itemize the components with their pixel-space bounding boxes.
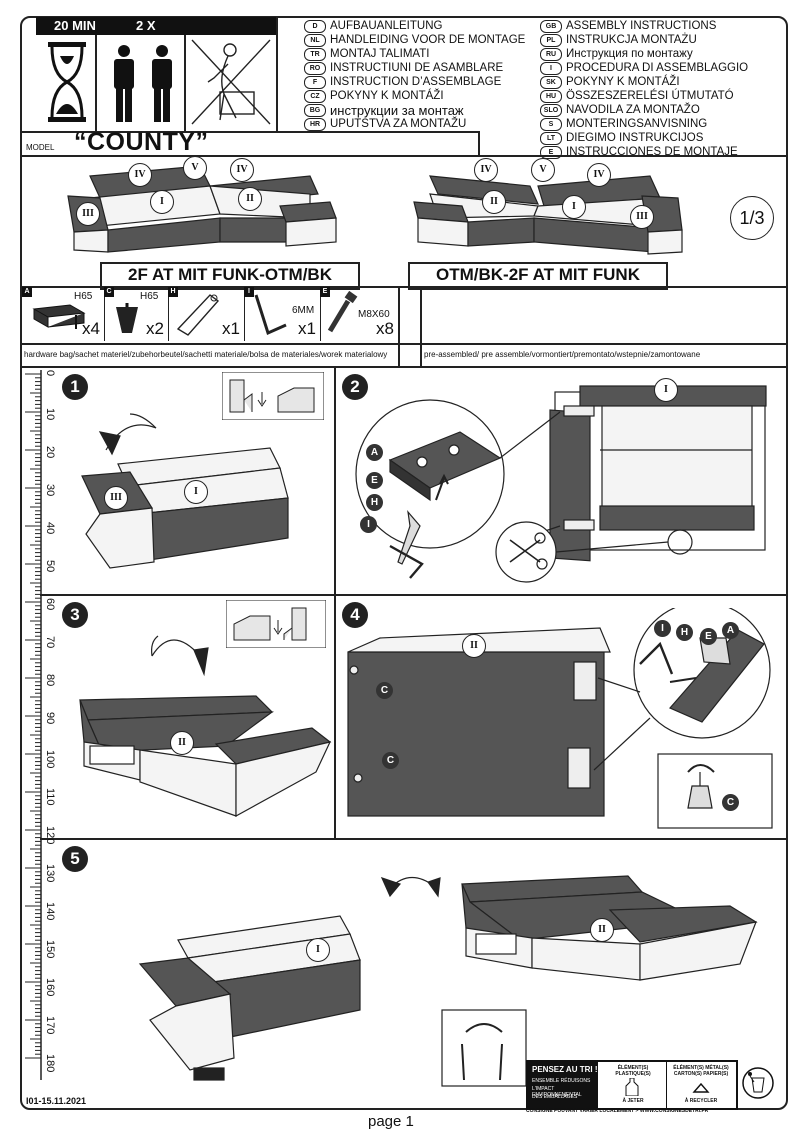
part-label-ii: II <box>462 634 486 658</box>
part-label-ii: II <box>238 187 262 211</box>
hardware-item-a: A H65 x4 <box>22 287 105 341</box>
page-fraction: 1/3 <box>730 196 774 240</box>
cone-leg-icon <box>116 303 138 333</box>
step-2-number: 2 <box>342 374 368 400</box>
hardware-item-h: H x1 <box>168 287 245 341</box>
part-label-iii: III <box>630 205 654 229</box>
part-label-i: I <box>654 378 678 402</box>
callout-h: H <box>676 624 693 641</box>
callout-c: C <box>382 752 399 769</box>
part-label-iv: IV <box>587 163 611 187</box>
callout-e: E <box>700 628 717 645</box>
part-label-i: I <box>562 195 586 219</box>
hardware-item-i: I 6MM x1 <box>244 287 321 341</box>
step-5-number: 5 <box>62 846 88 872</box>
step-1-number: 1 <box>62 374 88 400</box>
hourglass-icon <box>48 42 86 122</box>
measuring-ruler <box>25 370 42 1080</box>
part-label-iii: III <box>76 202 100 226</box>
recycle-arrows-icon <box>692 1082 710 1093</box>
part-label-i: I <box>150 190 174 214</box>
paper-action: À RECYCLER <box>684 1098 718 1104</box>
step-3-orientation-icon <box>226 600 326 648</box>
part-label-iv: IV <box>474 158 498 182</box>
leg-block-icon <box>32 304 86 329</box>
document-code: I01-15.11.2021 <box>26 1096 87 1106</box>
recycling-panel: PENSEZ AU TRI ! ENSEMBLE RÉDUISONS L'IMP… <box>526 1060 738 1110</box>
callout-i: I <box>360 516 377 533</box>
plastic-bottle-icon <box>625 1078 639 1096</box>
callout-h: H <box>366 494 383 511</box>
hardware-bag-caption: hardware bag/sachet materiel/zubehorbeut… <box>24 350 388 359</box>
consigne-text: CONSIGNE POUVANT VARIER LOCALEMENT > WWW… <box>526 1108 709 1114</box>
part-label-v: V <box>531 158 555 182</box>
part-label-i: I <box>306 938 330 962</box>
step-2-frame-drawing <box>355 385 767 583</box>
header-bar: 20 MIN 2 X <box>36 17 276 35</box>
step-3-sofa-drawing <box>79 635 332 818</box>
wrench-sleeve-icon <box>176 294 220 336</box>
allen-key-icon <box>254 294 287 336</box>
persons-label: 2 X <box>136 18 156 33</box>
part-label-ii: II <box>590 918 614 942</box>
part-label-iv: IV <box>128 163 152 187</box>
time-label: 20 MIN <box>54 18 96 33</box>
two-persons-icon <box>114 45 172 122</box>
callout-a: A <box>366 444 383 461</box>
page-frame <box>20 16 788 1110</box>
step-4-number: 4 <box>342 602 368 628</box>
bolt-icon <box>327 291 358 333</box>
plastic-action: À JETER <box>622 1098 644 1104</box>
config-title-left: 2F AT MIT FUNK-OTM/BK <box>100 262 360 290</box>
part-label-ii: II <box>482 190 506 214</box>
step-1-sofa-drawing <box>81 413 289 569</box>
part-label-v: V <box>183 156 207 180</box>
trash-recycle-icon <box>742 1067 774 1099</box>
model-label: MODEL <box>26 143 55 152</box>
callout-a: A <box>722 622 739 639</box>
step-4-frame-drawing <box>347 608 773 829</box>
preassembled-caption: pre-assembled/ pre assemble/vormontiert/… <box>424 350 701 359</box>
hardware-item-e: E M8X60 x8 <box>320 287 398 341</box>
part-label-iii: III <box>104 486 128 510</box>
part-label-ii: II <box>170 731 194 755</box>
step-5-assembly-drawing <box>138 875 758 1087</box>
plastic-label: ÉLÉMENT(S) PLASTIQUE(S) <box>615 1065 651 1077</box>
callout-e: E <box>366 472 383 489</box>
no-single-person-icon <box>191 39 271 125</box>
hardware-item-c: C H65 x2 <box>104 287 169 341</box>
step-3-number: 3 <box>62 602 88 628</box>
part-label-iv: IV <box>230 158 254 182</box>
page-number: page 1 <box>368 1113 414 1130</box>
paper-label: ÉLÉMENT(S) MÉTAL(S) CARTON(S) PAPIER(S) <box>673 1065 729 1077</box>
recycle-message: PENSEZ AU TRI ! ENSEMBLE RÉDUISONS L'IMP… <box>528 1062 598 1108</box>
callout-i: I <box>654 620 671 637</box>
callout-c: C <box>376 682 393 699</box>
config-title-right: OTM/BK-2F AT MIT FUNK <box>408 262 668 290</box>
part-label-i: I <box>184 480 208 504</box>
step-1-orientation-icon <box>222 372 324 420</box>
callout-c: C <box>722 794 739 811</box>
model-name: “COUNTY” <box>74 128 209 156</box>
